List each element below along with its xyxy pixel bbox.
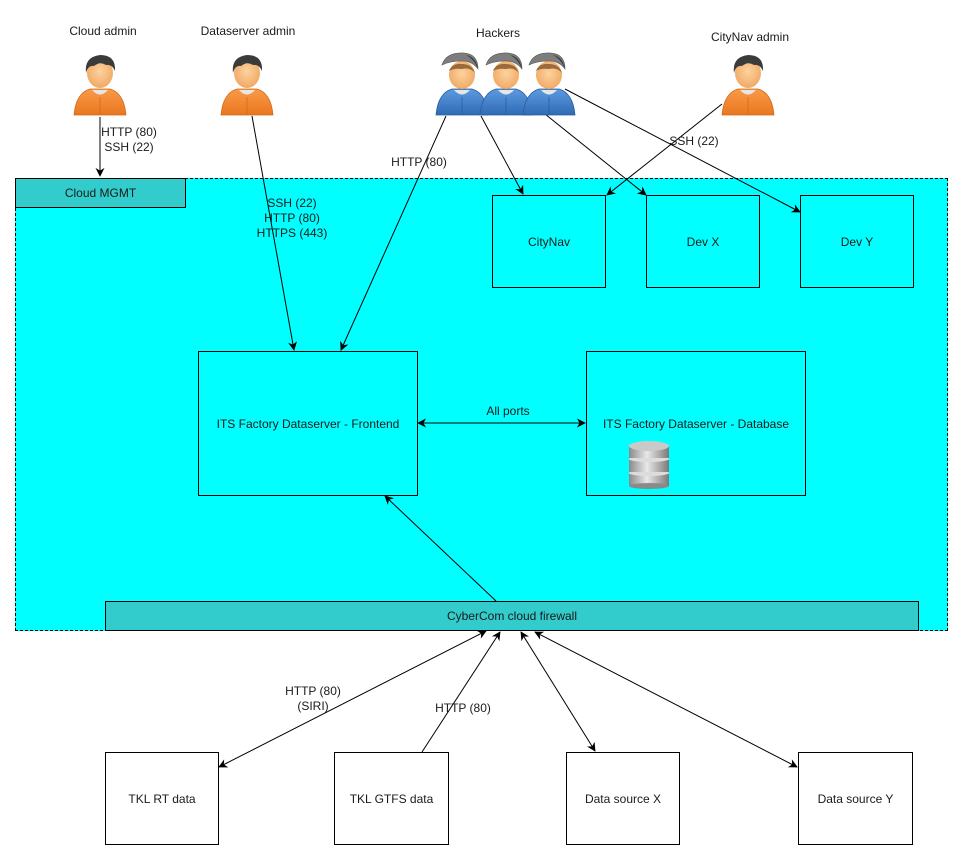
edge-hackers-to-citynav (480, 115, 524, 195)
database-icon (629, 441, 669, 489)
citynav-admin-edge-label: SSH (22) (669, 134, 719, 148)
tkl-gtfs-edge-label: HTTP (80) (435, 701, 491, 715)
edge-tklgtfs-to-firewall (421, 631, 501, 753)
cloud-admin-label: Cloud admin (69, 24, 137, 38)
data-source-x-box[interactable]: Data source X (566, 752, 680, 845)
tkl-gtfs-label: TKL GTFS data (349, 791, 434, 806)
tkl-rt-label: TKL RT data (128, 791, 196, 806)
dev-y-box[interactable]: Dev Y (800, 195, 914, 288)
citynav-box[interactable]: CityNav (492, 195, 606, 288)
edge-firewall-to-frontend (384, 495, 497, 602)
data-source-y-box[interactable]: Data source Y (798, 752, 913, 845)
firewall-box[interactable]: CyberCom cloud firewall (105, 601, 919, 631)
citynav-admin-label: CityNav admin (710, 30, 790, 44)
citynav-label: CityNav (527, 234, 570, 249)
dev-y-label: Dev Y (840, 234, 874, 249)
edge-tklrt-firewall (218, 630, 487, 768)
edge-hackers-to-frontend (340, 115, 447, 351)
database-label: ITS Factory Dataserver - Database (602, 416, 790, 431)
cloud-mgmt-box[interactable]: Cloud MGMT (15, 178, 186, 208)
frontend-label: ITS Factory Dataserver - Frontend (216, 416, 400, 431)
hacker-icon (519, 49, 579, 117)
edge-hackers-to-devy (564, 88, 801, 213)
tkl-gtfs-box[interactable]: TKL GTFS data (334, 752, 449, 845)
edge-sourcey-firewall (534, 631, 798, 768)
frontend-box[interactable]: ITS Factory Dataserver - Frontend (198, 351, 418, 496)
cloud-mgmt-label: Cloud MGMT (64, 186, 137, 200)
data-source-y-label: Data source Y (817, 791, 894, 806)
citynav-admin-icon (718, 49, 778, 117)
dataserver-admin-edge-label: SSH (22) HTTP (80) HTTPS (443) (256, 196, 328, 240)
cloud-admin-icon (70, 49, 130, 117)
all-ports-edge-label: All ports (486, 404, 530, 418)
tkl-rt-edge-label: HTTP (80) (SIRI) (285, 684, 341, 713)
firewall-label: CyberCom cloud firewall (446, 609, 578, 623)
tkl-rt-box[interactable]: TKL RT data (105, 752, 219, 845)
dataserver-admin-label: Dataserver admin (200, 24, 296, 38)
data-source-x-label: Data source X (584, 791, 662, 806)
cloud-admin-edge-label: HTTP (80) SSH (22) (101, 125, 157, 154)
dev-x-box[interactable]: Dev X (646, 195, 760, 288)
dev-x-label: Dev X (686, 234, 720, 249)
dataserver-admin-icon (217, 49, 277, 117)
edge-dataserver-admin-to-frontend (251, 115, 297, 351)
database-box[interactable]: ITS Factory Dataserver - Database (586, 351, 806, 496)
edge-citynav-admin-to-citynav (606, 103, 723, 196)
hackers-frontend-edge-label: HTTP (80) (391, 155, 447, 169)
edge-sourcex-firewall (520, 631, 596, 752)
hackers-label: Hackers (475, 26, 520, 40)
